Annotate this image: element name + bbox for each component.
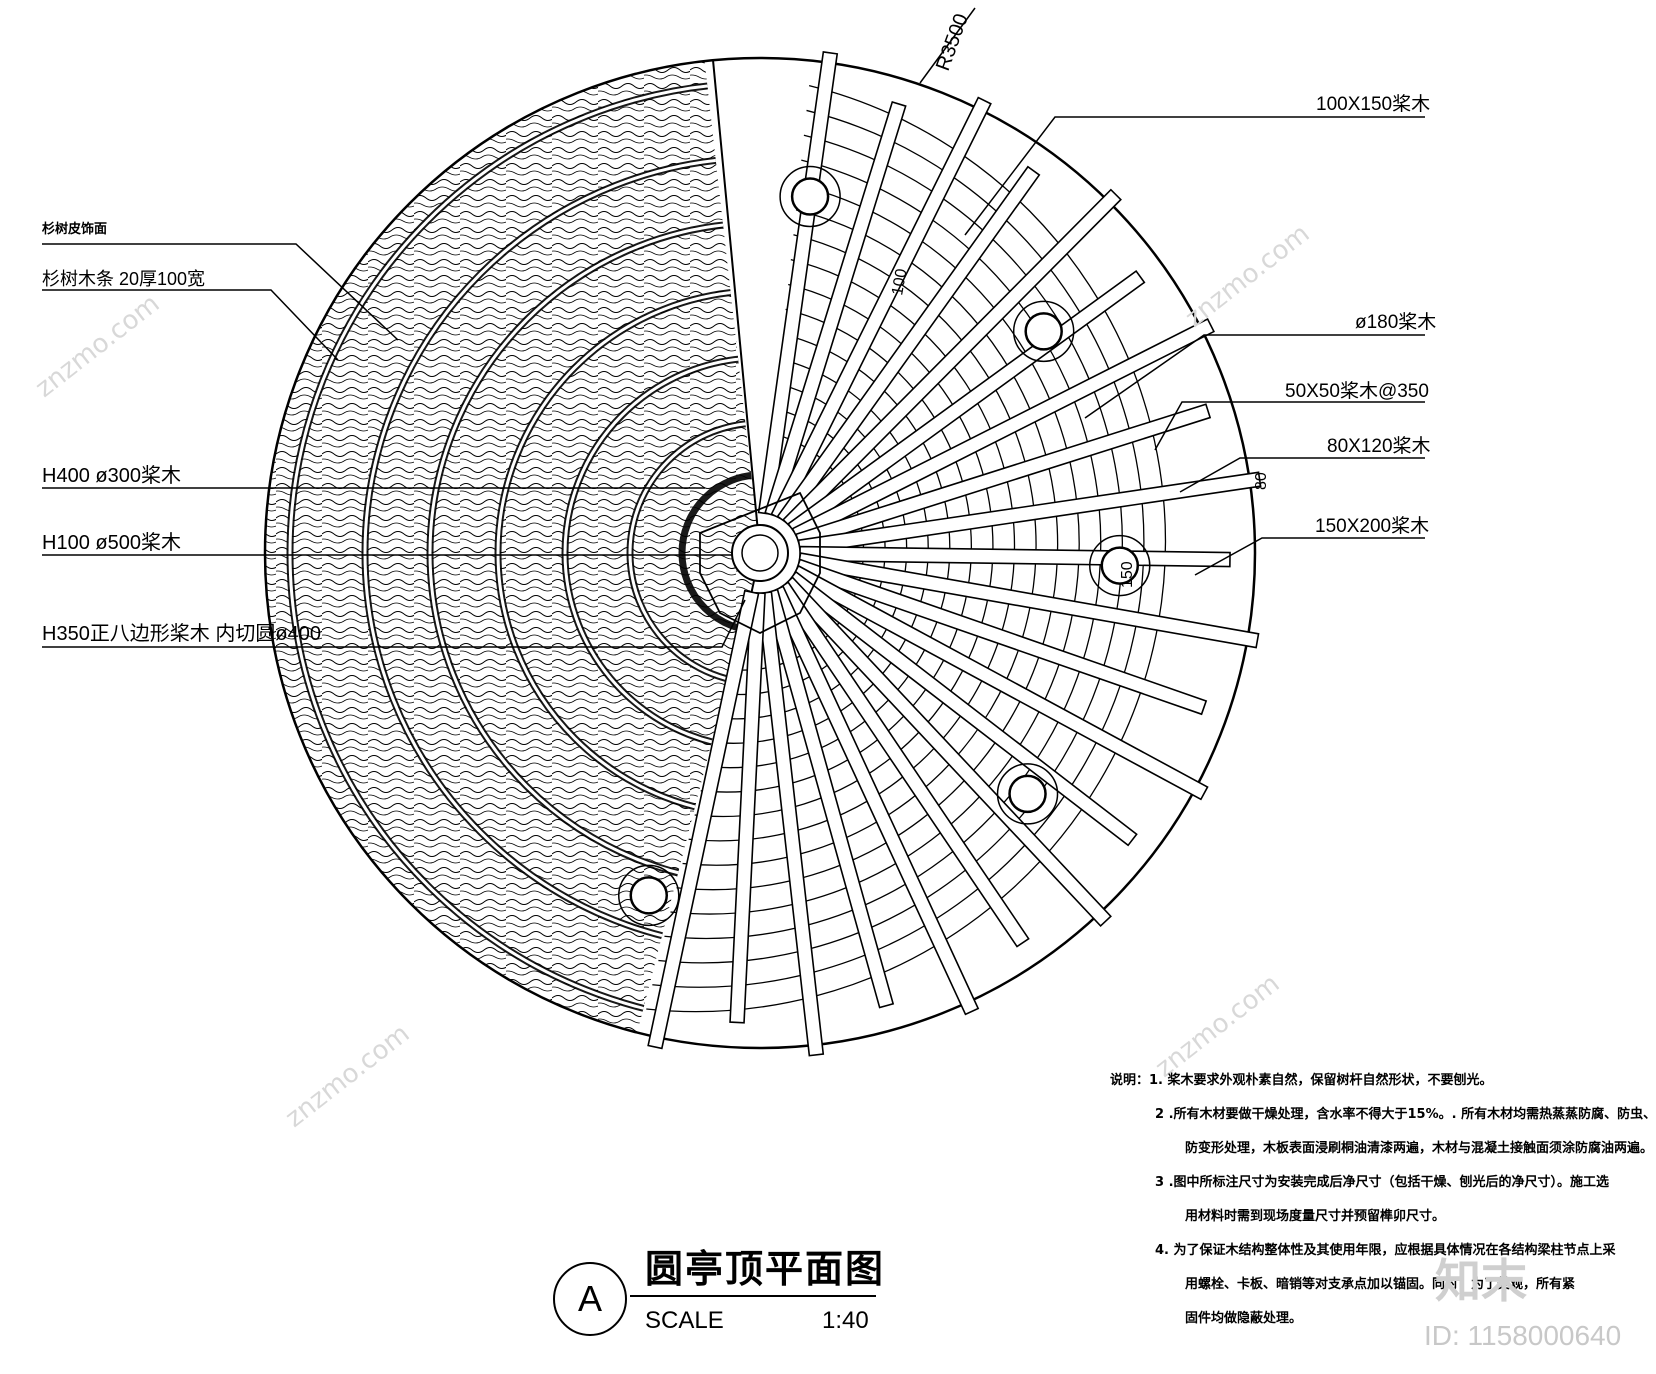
dim-80: 80 — [1253, 472, 1270, 490]
label-h400-column: H400 ø300桨木 — [42, 464, 181, 487]
image-id: ID: 1158000640 — [1424, 1320, 1622, 1351]
label-50x50: 50X50桨木@350 — [1285, 380, 1429, 402]
hub-300 — [741, 534, 779, 572]
column-marker — [629, 876, 669, 915]
rafter — [647, 589, 760, 1050]
rafter — [782, 188, 1122, 531]
note-line: 2 .所有木材要做干燥处理，含水率不得大于15%。. 所有木材均需热蒸蒸防腐、防… — [1155, 1107, 1656, 1122]
column-marker — [1089, 534, 1151, 597]
rafter — [764, 100, 907, 518]
label-d180: ø180桨木 — [1355, 311, 1436, 333]
rafter — [756, 591, 825, 1057]
rafter — [775, 581, 1030, 948]
rafter — [797, 471, 1262, 555]
note-line: 3 .图中所标注尺寸为安装完成后净尺寸（包括干燥、刨光后的净尺寸）。施工选 — [1155, 1175, 1610, 1190]
scale-value: 1:40 — [822, 1307, 869, 1334]
note-line: 说明：1. 桨木要求外观朴素自然，保留树杆自然形状，不要刨光。 — [1110, 1073, 1493, 1088]
rafter — [770, 96, 992, 522]
note-line: 4. 为了保证木结构整体性及其使用年限，应根据具体情况在各结构梁柱节点上采 — [1155, 1243, 1616, 1258]
radius-label: R3500 — [932, 11, 973, 74]
roof-plan-drawing: R3500 杉树皮饰面 杉树木条 20厚100宽 H400 ø300桨木 H10… — [42, 7, 1436, 1297]
rafter — [763, 588, 895, 1009]
label-80x120: 80X120桨木 — [1327, 435, 1431, 457]
rafter — [797, 552, 1260, 649]
column-marker — [779, 165, 841, 228]
column-marker — [790, 177, 830, 216]
dim-100: 100 — [889, 267, 910, 296]
radial-rafters — [647, 51, 1262, 1057]
column-marker — [996, 763, 1059, 825]
columns — [618, 165, 1151, 927]
drawing-title: 圆亭顶平面图 — [645, 1247, 886, 1291]
note-line: 固件均做隐蔽处理。 — [1185, 1311, 1303, 1326]
bark-finish-area — [265, 58, 760, 1048]
label-h350-octagon: H350正八边形桨木 内切圆ø400 — [42, 622, 321, 645]
column-marker — [1012, 300, 1075, 363]
rafter — [791, 317, 1215, 543]
brand-logo: 知末 — [1435, 1254, 1527, 1308]
label-bark-finish: 杉树皮饰面 — [42, 221, 107, 236]
label-fir-strip: 杉树木条 20厚100宽 — [42, 269, 205, 289]
rafter — [790, 564, 1209, 801]
octagon-beam — [699, 491, 821, 635]
rafter — [795, 403, 1212, 549]
rafter — [781, 576, 1112, 928]
column-marker — [1100, 546, 1140, 585]
column-marker — [1024, 312, 1063, 351]
label-100x150: 100X150桨木 — [1316, 93, 1430, 115]
rafter — [729, 591, 766, 1024]
column-marker — [1008, 774, 1047, 814]
rafter — [794, 558, 1208, 716]
rafter — [776, 165, 1041, 526]
note-line: 用材料时需到现场度量尺寸并预留榫卯尺寸。 — [1185, 1209, 1446, 1224]
dim-150: 150 — [1119, 561, 1136, 588]
label-150x200: 150X200桨木 — [1315, 515, 1429, 537]
note-line: 防变形处理，木板表面浸刷桐油清漆两遍，木材与混凝土接触面须涂防腐油两遍。 — [1185, 1141, 1654, 1156]
note-line: 用螺栓、卡板、暗销等对支承点加以锚固。同时，为了美观，所有紧 — [1185, 1277, 1576, 1292]
section-id-circle: A — [553, 1262, 627, 1336]
label-h100-column: H100 ø500桨木 — [42, 531, 181, 554]
rafter — [786, 570, 1138, 847]
scale-label: SCALE — [645, 1307, 724, 1334]
rafter — [769, 585, 980, 1016]
column-marker — [618, 864, 680, 927]
